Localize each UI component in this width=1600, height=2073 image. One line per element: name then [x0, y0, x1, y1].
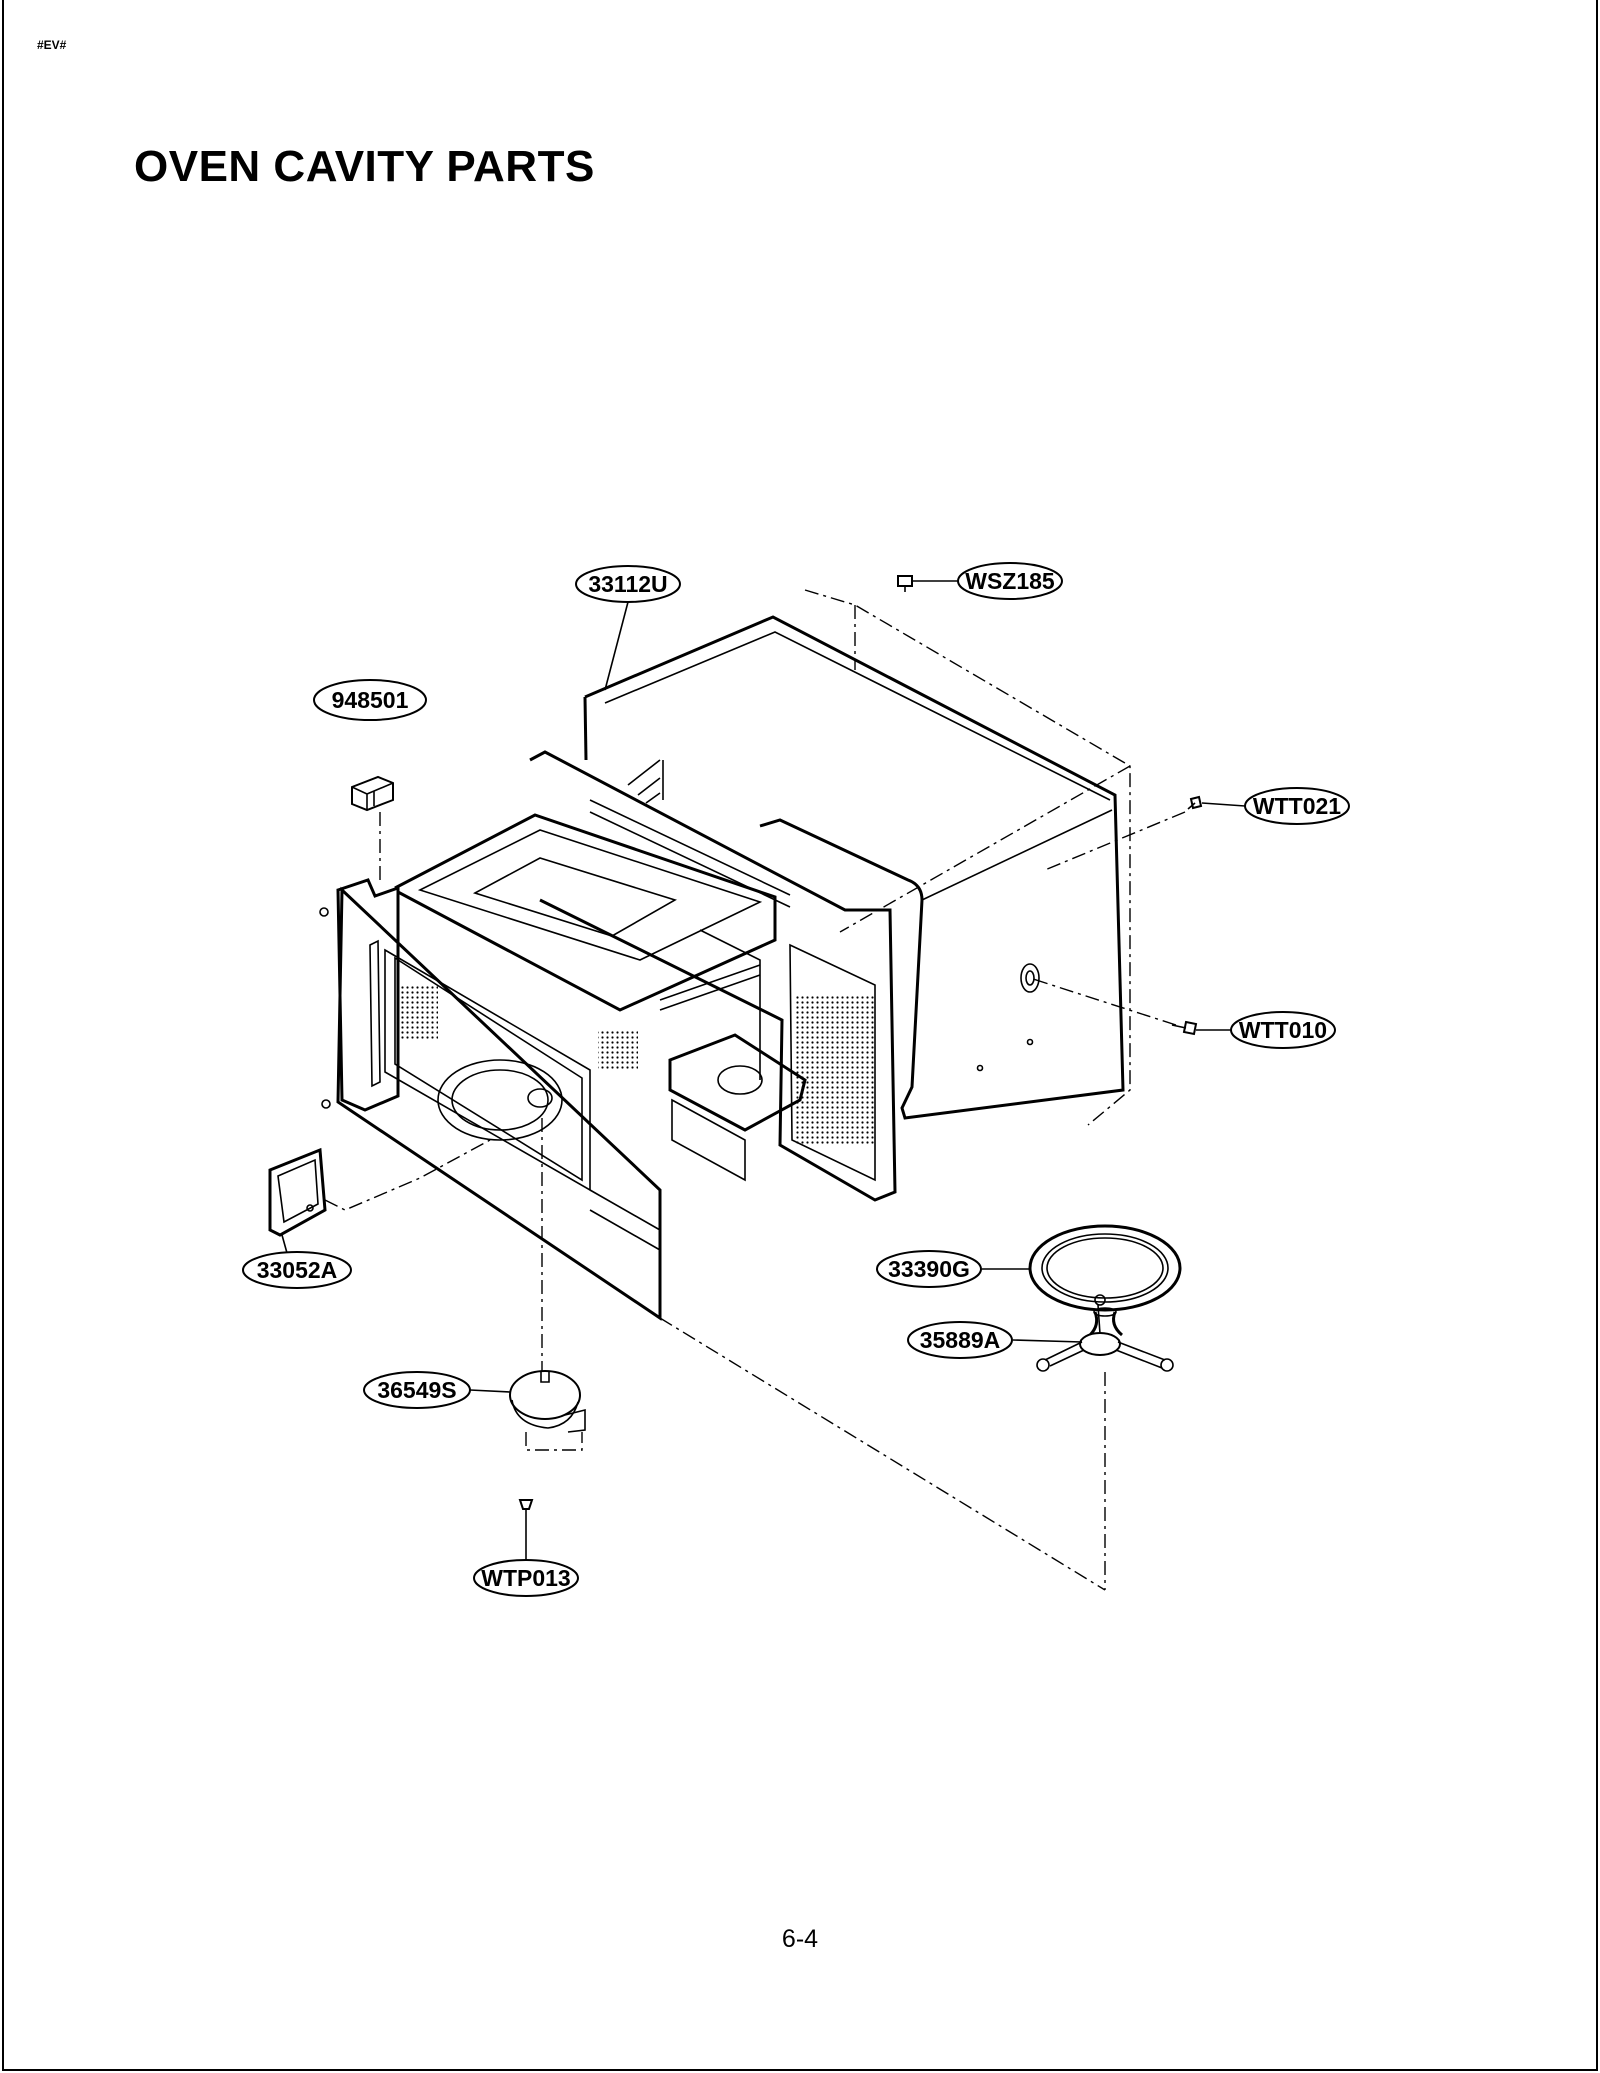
- callout-33390g[interactable]: 33390G: [876, 1250, 982, 1288]
- callout-36549s[interactable]: 36549S: [363, 1371, 471, 1409]
- page-title: OVEN CAVITY PARTS: [134, 142, 595, 191]
- screw-wsz185: [897, 575, 913, 592]
- callout-label: WTT021: [1253, 793, 1341, 819]
- page-number: 6-4: [781, 1925, 819, 1953]
- screw-wtp013: [518, 1499, 534, 1525]
- callout-label: 36549S: [377, 1377, 456, 1403]
- doc-tag: #EV#: [37, 38, 67, 52]
- turntable-motor-drawing: [509, 1370, 586, 1433]
- roller-guide-drawing: [1036, 1294, 1174, 1372]
- screw-wtt021: [1187, 795, 1203, 810]
- callout-label: 33052A: [257, 1257, 338, 1283]
- callout-33052a[interactable]: 33052A: [242, 1251, 352, 1289]
- callout-label: WSZ185: [965, 568, 1055, 594]
- screw-wtt010: [1171, 1020, 1198, 1036]
- callout-label: WTP013: [481, 1565, 570, 1591]
- callout-35889a[interactable]: 35889A: [907, 1321, 1013, 1359]
- callout-33112u[interactable]: 33112U: [575, 565, 681, 603]
- cavity-walls: [394, 750, 897, 1251]
- callout-wtp013[interactable]: WTP013: [473, 1559, 579, 1597]
- callout-948501[interactable]: 948501: [313, 679, 427, 721]
- callout-label: 33390G: [888, 1256, 970, 1282]
- assembly-lines: [324, 589, 1186, 1591]
- fuse-block-drawing: [351, 775, 394, 812]
- callout-wtt021[interactable]: WTT021: [1244, 787, 1350, 825]
- cavity-front-frame: [319, 878, 662, 1321]
- outer-case-drawing: [583, 615, 1125, 1120]
- callout-label: 948501: [332, 687, 409, 713]
- callout-label: 33112U: [588, 571, 667, 597]
- leader-lines: [281, 580, 1246, 1565]
- callout-label: 35889A: [920, 1327, 1001, 1353]
- callout-wtt010[interactable]: WTT010: [1230, 1011, 1336, 1049]
- cover-plate-drawing: [268, 1147, 327, 1237]
- callout-wsz185[interactable]: WSZ185: [957, 562, 1063, 600]
- callout-label: WTT010: [1239, 1017, 1327, 1043]
